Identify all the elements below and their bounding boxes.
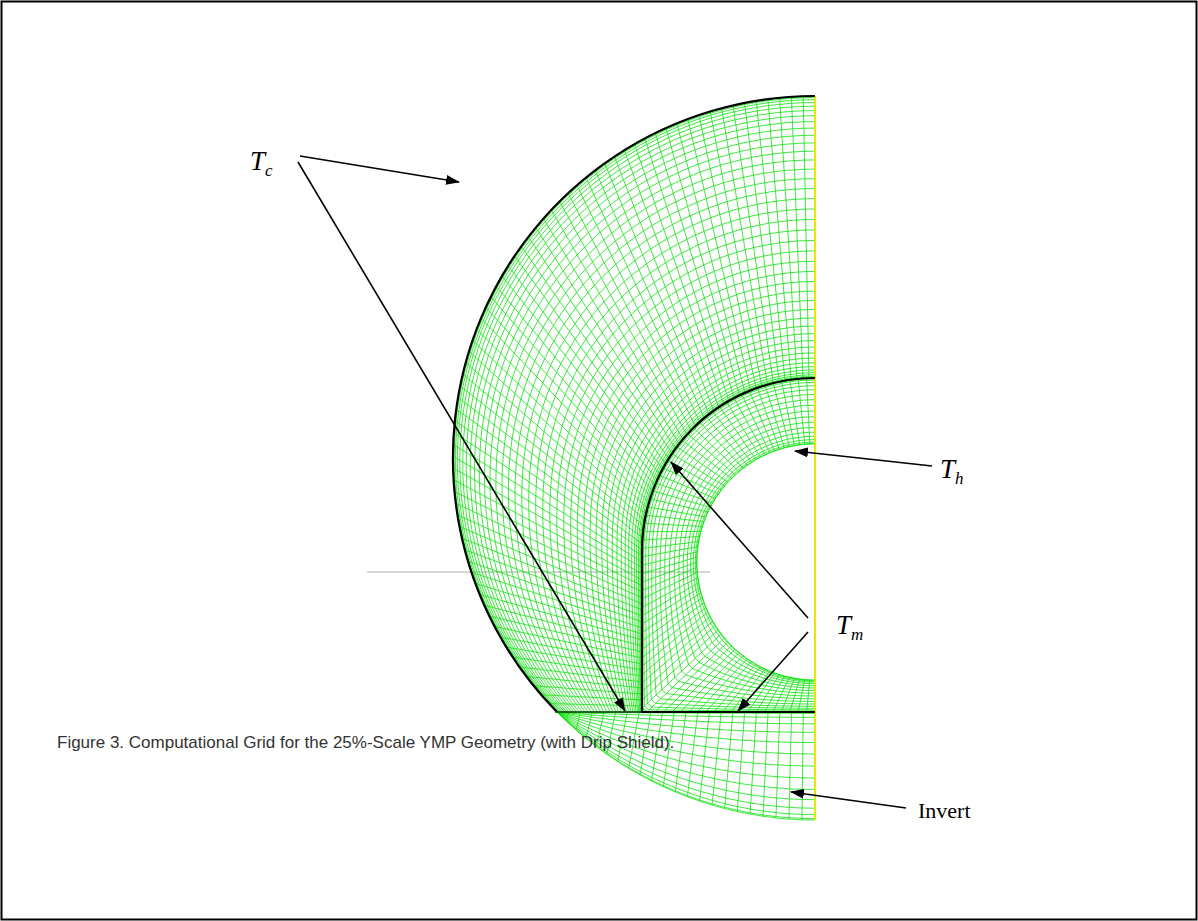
figure-caption: Figure 3. Computational Grid for the 25%…	[57, 733, 674, 753]
grid-lines	[453, 96, 815, 820]
leader-line	[298, 162, 625, 711]
stray-line	[367, 571, 710, 573]
boundary-label: Invert	[918, 800, 971, 822]
boundary-label: Tc	[250, 148, 273, 179]
leader-line	[671, 462, 808, 618]
invert-top	[555, 711, 642, 713]
leader-line	[791, 792, 906, 808]
boundary-label: Tm	[836, 612, 863, 643]
drip-shield	[642, 378, 815, 712]
leader-line	[738, 632, 808, 711]
mesh	[453, 96, 815, 820]
outer-boundary	[453, 96, 815, 712]
leader-lines	[298, 156, 932, 808]
leader-line	[300, 156, 459, 182]
leader-line	[795, 451, 932, 466]
boundary-label: Th	[940, 456, 964, 487]
